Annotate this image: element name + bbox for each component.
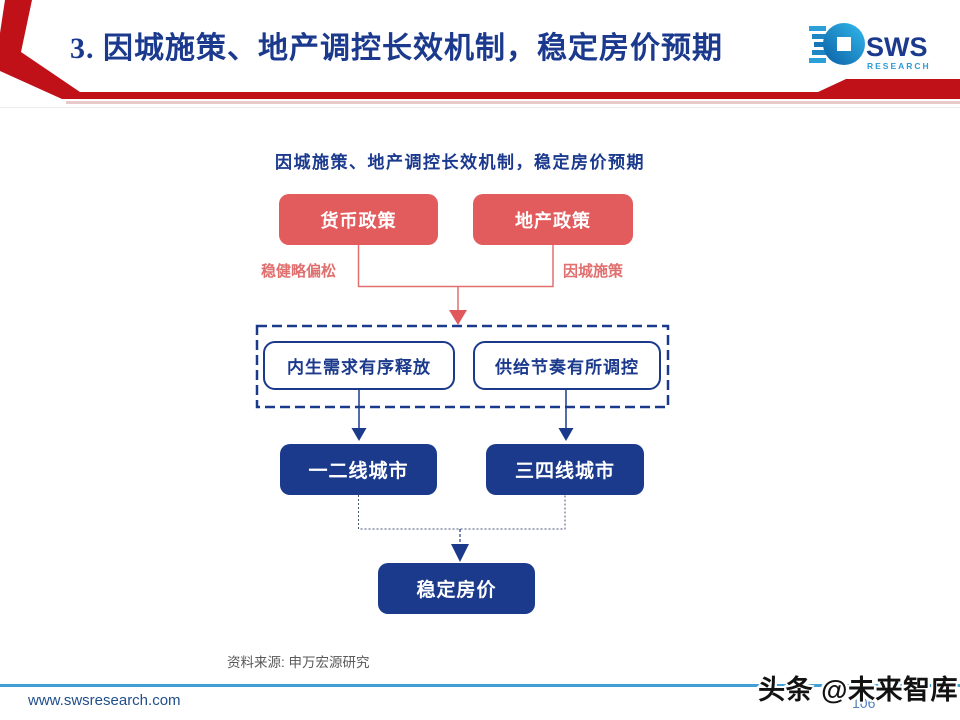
source-note: 资料来源: 申万宏源研究 [227, 655, 370, 670]
logo-subtitle: RESEARCH [867, 61, 931, 71]
city-box-tier12: 一二线城市 [280, 444, 437, 495]
sws-logo: SWS RESEARCH [806, 14, 956, 76]
page-title: 3. 因城施策、地产调控长效机制，稳定房价预期 [70, 32, 723, 65]
mechanism-box-supply: 供给节奏有所调控 [473, 341, 661, 390]
policy-label-left: 稳健略偏松 [261, 263, 337, 280]
header-ribbon-shape [0, 0, 960, 99]
policy-box-property: 地产政策 [473, 194, 633, 245]
policy-box-monetary: 货币政策 [279, 194, 438, 245]
sws-logo-icon: SWS RESEARCH [809, 23, 931, 71]
right-city-arrowhead-icon [558, 428, 574, 441]
result-box-stable-price: 稳定房价 [378, 563, 535, 614]
footer-url: www.swsresearch.com [28, 692, 181, 709]
policy-merge-line [357, 245, 554, 288]
city-box-tier34: 三四线城市 [486, 444, 644, 495]
diagram-title: 因城施策、地产调控长效机制，稳定房价预期 [275, 153, 645, 172]
result-arrowhead-icon [451, 544, 469, 562]
header-ribbon [0, 0, 960, 104]
footer-divider [0, 684, 960, 687]
policy-arrowhead-icon [449, 310, 467, 325]
header-underline [0, 107, 960, 108]
logo-name: SWS [866, 32, 928, 62]
mechanism-box-demand: 内生需求有序释放 [263, 341, 455, 390]
city-merge-dotted-line [358, 495, 566, 530]
left-city-arrowhead-icon [351, 428, 367, 441]
header-ribbon-shadow [66, 101, 960, 104]
policy-label-right: 因城施策 [563, 263, 624, 280]
watermark: 头条 @未来智库 [758, 675, 958, 705]
page-number: 106 [852, 695, 876, 711]
coin-stripes-icon [809, 26, 826, 63]
coin-square-hole-icon [837, 37, 851, 51]
